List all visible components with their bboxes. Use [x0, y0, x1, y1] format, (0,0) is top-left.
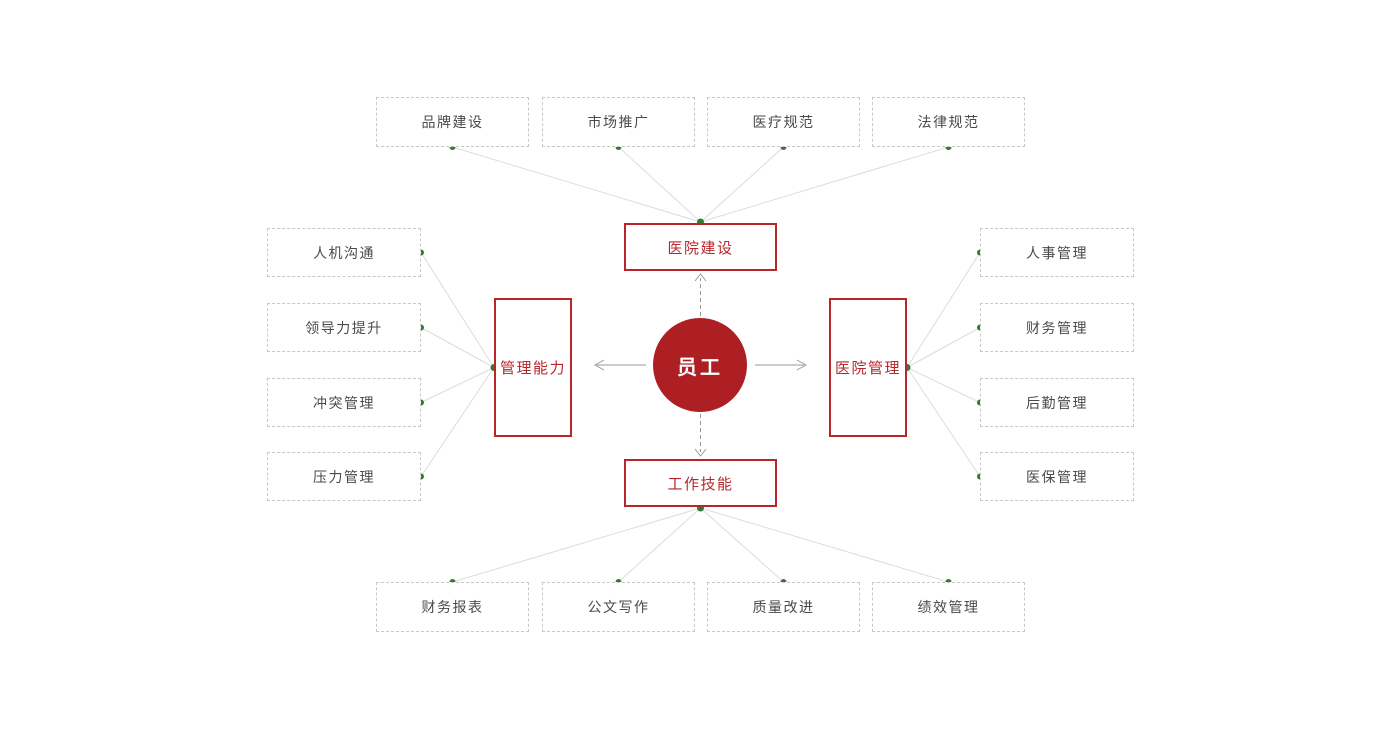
- node-label: 财务管理: [1026, 319, 1088, 336]
- node-label: 压力管理: [313, 468, 375, 485]
- node-medical-standards[interactable]: 医疗规范: [707, 97, 860, 147]
- node-insurance-management[interactable]: 医保管理: [980, 452, 1134, 501]
- node-performance-management[interactable]: 绩效管理: [872, 582, 1025, 632]
- node-label: 财务报表: [421, 599, 484, 615]
- node-financial-reports[interactable]: 财务报表: [376, 582, 529, 632]
- node-label: 绩效管理: [917, 599, 980, 615]
- connector-lines-right: [906, 252, 981, 477]
- node-label: 医保管理: [1026, 468, 1088, 485]
- node-leadership-improvement[interactable]: 领导力提升: [267, 303, 421, 352]
- node-logistics-management[interactable]: 后勤管理: [980, 378, 1134, 427]
- node-human-machine-communication[interactable]: 人机沟通: [267, 228, 421, 277]
- node-label: 法律规范: [917, 114, 980, 130]
- node-hr-management[interactable]: 人事管理: [980, 228, 1134, 277]
- node-label: 领导力提升: [305, 319, 383, 336]
- hub-management-ability[interactable]: 管理能力: [494, 298, 572, 437]
- center-label: 员工: [677, 356, 723, 379]
- node-legal-standards[interactable]: 法律规范: [872, 97, 1025, 147]
- arrow-right: [755, 359, 808, 371]
- hub-work-skills[interactable]: 工作技能: [624, 459, 777, 507]
- node-quality-improvement[interactable]: 质量改进: [707, 582, 860, 632]
- center-node-employee[interactable]: 员工: [653, 318, 747, 412]
- node-official-writing[interactable]: 公文写作: [542, 582, 695, 632]
- node-stress-management[interactable]: 压力管理: [267, 452, 421, 501]
- node-label: 质量改进: [752, 599, 815, 615]
- arrow-down: [694, 414, 707, 457]
- node-label: 品牌建设: [421, 114, 484, 130]
- hub-hospital-construction[interactable]: 医院建设: [624, 223, 777, 271]
- connector-lines-top: [452, 146, 949, 223]
- node-label: 市场推广: [587, 114, 650, 130]
- node-label: 冲突管理: [313, 394, 375, 411]
- node-conflict-management[interactable]: 冲突管理: [267, 378, 421, 427]
- connector-lines-left: [420, 252, 495, 477]
- hub-label: 管理能力: [499, 360, 566, 377]
- arrow-up: [694, 273, 707, 316]
- hub-label: 工作技能: [667, 475, 734, 493]
- connector-lines-bottom: [452, 507, 949, 583]
- node-brand-building[interactable]: 品牌建设: [376, 97, 529, 147]
- hub-hospital-management[interactable]: 医院管理: [829, 298, 907, 437]
- node-label: 人机沟通: [313, 244, 375, 261]
- node-label: 后勤管理: [1026, 394, 1088, 411]
- arrow-left: [593, 359, 646, 371]
- hub-label: 医院管理: [834, 360, 901, 377]
- node-finance-management[interactable]: 财务管理: [980, 303, 1134, 352]
- node-market-promotion[interactable]: 市场推广: [542, 97, 695, 147]
- hub-label: 医院建设: [667, 239, 734, 257]
- node-label: 公文写作: [587, 599, 650, 615]
- node-label: 医疗规范: [752, 114, 815, 130]
- node-label: 人事管理: [1026, 244, 1088, 261]
